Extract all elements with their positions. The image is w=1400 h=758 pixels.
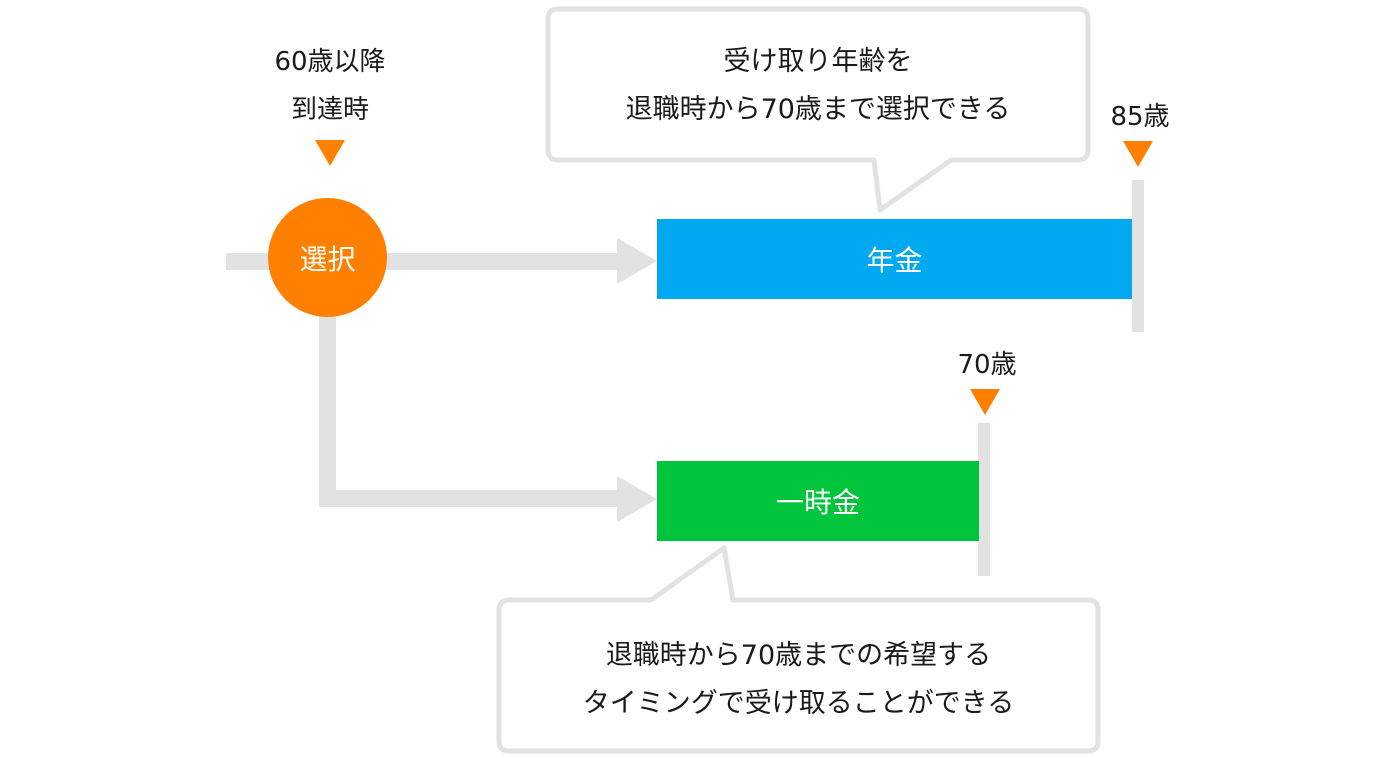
pension-callout-line2: 退職時から70歳まで選択できる <box>625 94 1011 125</box>
pension-end-tick <box>1132 180 1144 332</box>
flow-line-lump-horizontal <box>319 490 622 507</box>
pension-bar: 年金 <box>657 219 1132 299</box>
lump-sum-callout-bubble <box>496 545 1101 754</box>
lump-sum-bar: 一時金 <box>657 461 979 541</box>
pension-end-marker-triangle <box>1123 141 1153 167</box>
flow-line-lump-vertical <box>319 300 336 506</box>
arrowhead-pension <box>617 238 657 284</box>
start-label-line1: 60歳以降 <box>274 47 386 77</box>
arrowhead-lump-sum <box>617 476 657 522</box>
pension-bar-label: 年金 <box>866 244 923 277</box>
pension-callout-bubble <box>545 6 1091 213</box>
lump-sum-bar-label: 一時金 <box>775 486 860 519</box>
lump-sum-end-marker-triangle <box>970 389 1000 415</box>
lump-sum-end-tick <box>978 423 990 576</box>
pension-callout-line1: 受け取り年齢を <box>723 46 913 77</box>
choice-node: 選択 <box>268 198 387 317</box>
choice-node-label: 選択 <box>299 242 356 276</box>
start-marker-triangle <box>315 140 345 166</box>
lump-sum-callout-line1: 退職時から70歳までの希望する <box>605 640 992 671</box>
start-label-line2: 到達時 <box>290 95 369 125</box>
lump-sum-callout-line2: タイミングで受け取ることができる <box>582 688 1015 719</box>
pension-end-age: 85歳 <box>1110 102 1170 132</box>
lump-sum-end-age: 70歳 <box>957 350 1017 380</box>
